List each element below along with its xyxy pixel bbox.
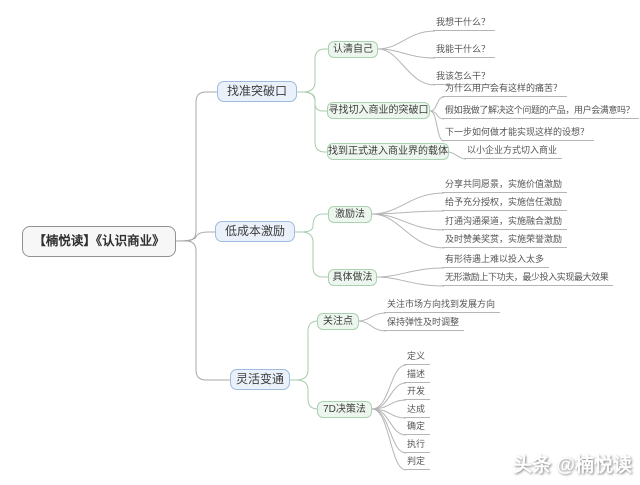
connector [295, 213, 328, 233]
connector [377, 48, 436, 86]
leaf-item: 开发 [404, 385, 431, 400]
branch-node-flexibility: 灵活变通 [230, 369, 290, 390]
connector [377, 48, 436, 59]
topic-node-incentive-method: 激励法 [328, 206, 372, 223]
connector [290, 379, 319, 410]
leaf-item: 及时赞美奖赏，实施荣誉激励 [442, 233, 568, 248]
topic-node-know-yourself: 认清自己 [328, 41, 378, 58]
topic-node-focus-points: 关注点 [317, 313, 359, 330]
leaf-item: 描述 [404, 368, 431, 383]
topic-node-7d-decision: 7D决策法 [317, 401, 372, 418]
connector [297, 48, 328, 93]
leaf-item: 以小企业方式切入商业 [464, 144, 563, 159]
connector [357, 320, 387, 332]
topic-node-find-entry-point: 寻找切入商业的突破口 [327, 102, 430, 119]
branch-node-low-cost-incentive: 低成本激励 [215, 221, 295, 242]
connector [371, 408, 407, 436]
connector [371, 399, 407, 410]
connector [295, 231, 328, 278]
connector [371, 408, 407, 471]
branch-connectors [290, 48, 328, 410]
connector [176, 240, 230, 381]
leaf-item: 关注市场方向找到发展方向 [384, 298, 501, 313]
connector [371, 192, 445, 215]
topic-node-concrete-practice: 具体做法 [328, 269, 377, 286]
leaf-item: 保持弹性及时调整 [384, 316, 465, 331]
leaf-item: 分享共同愿景，实施价值激励 [442, 178, 568, 193]
leaf-item: 达成 [404, 403, 431, 418]
topic-node-business-carrier: 找到正式进入商业界的载体 [327, 143, 449, 160]
leaf-item: 假如我做了解决这个问题的产品，用户会满意吗？ [442, 104, 640, 119]
connector [290, 320, 319, 381]
leaf-item: 我该怎么干？ [433, 70, 496, 85]
connector [371, 210, 445, 215]
leaf-item: 为什么用户会有这样的痛苦？ [442, 82, 568, 97]
leaf-item: 执行 [404, 438, 431, 453]
connector [357, 312, 387, 322]
connector [371, 382, 407, 410]
connector [371, 213, 445, 249]
leaf-item: 定义 [404, 350, 431, 365]
connector [371, 364, 407, 410]
root-node: 【楠悦读】《认识商业》 [22, 226, 176, 257]
connector [371, 408, 407, 454]
leaf-item: 我想干什么？ [433, 16, 496, 31]
connector [376, 276, 445, 287]
leaf-item: 打通沟通渠道，实施融合激励 [442, 215, 568, 230]
connector [176, 91, 217, 242]
leaf-item: 确定 [404, 420, 431, 435]
connector [371, 213, 445, 231]
leaf-item: 我能干什么？ [433, 43, 496, 58]
leaf-item: 下一步如何做才能实现这样的设想？ [442, 126, 595, 141]
connector [377, 30, 436, 50]
connector [371, 408, 407, 419]
connector [175, 231, 215, 242]
leaf-item: 无形激励上下功夫，最少投入实现最大效果 [442, 271, 614, 286]
leaf-item: 给予充分授权，实施信任激励 [442, 196, 568, 211]
branch-node-breakthrough: 找准突破口 [217, 81, 297, 102]
connector [376, 267, 445, 278]
leaf-item: 有形待遇上难以投入太多 [442, 253, 550, 268]
connector [297, 91, 327, 153]
leaf-item: 判定 [404, 455, 431, 470]
watermark: 头条 @楠悦读 [513, 455, 632, 476]
connector [297, 91, 327, 112]
